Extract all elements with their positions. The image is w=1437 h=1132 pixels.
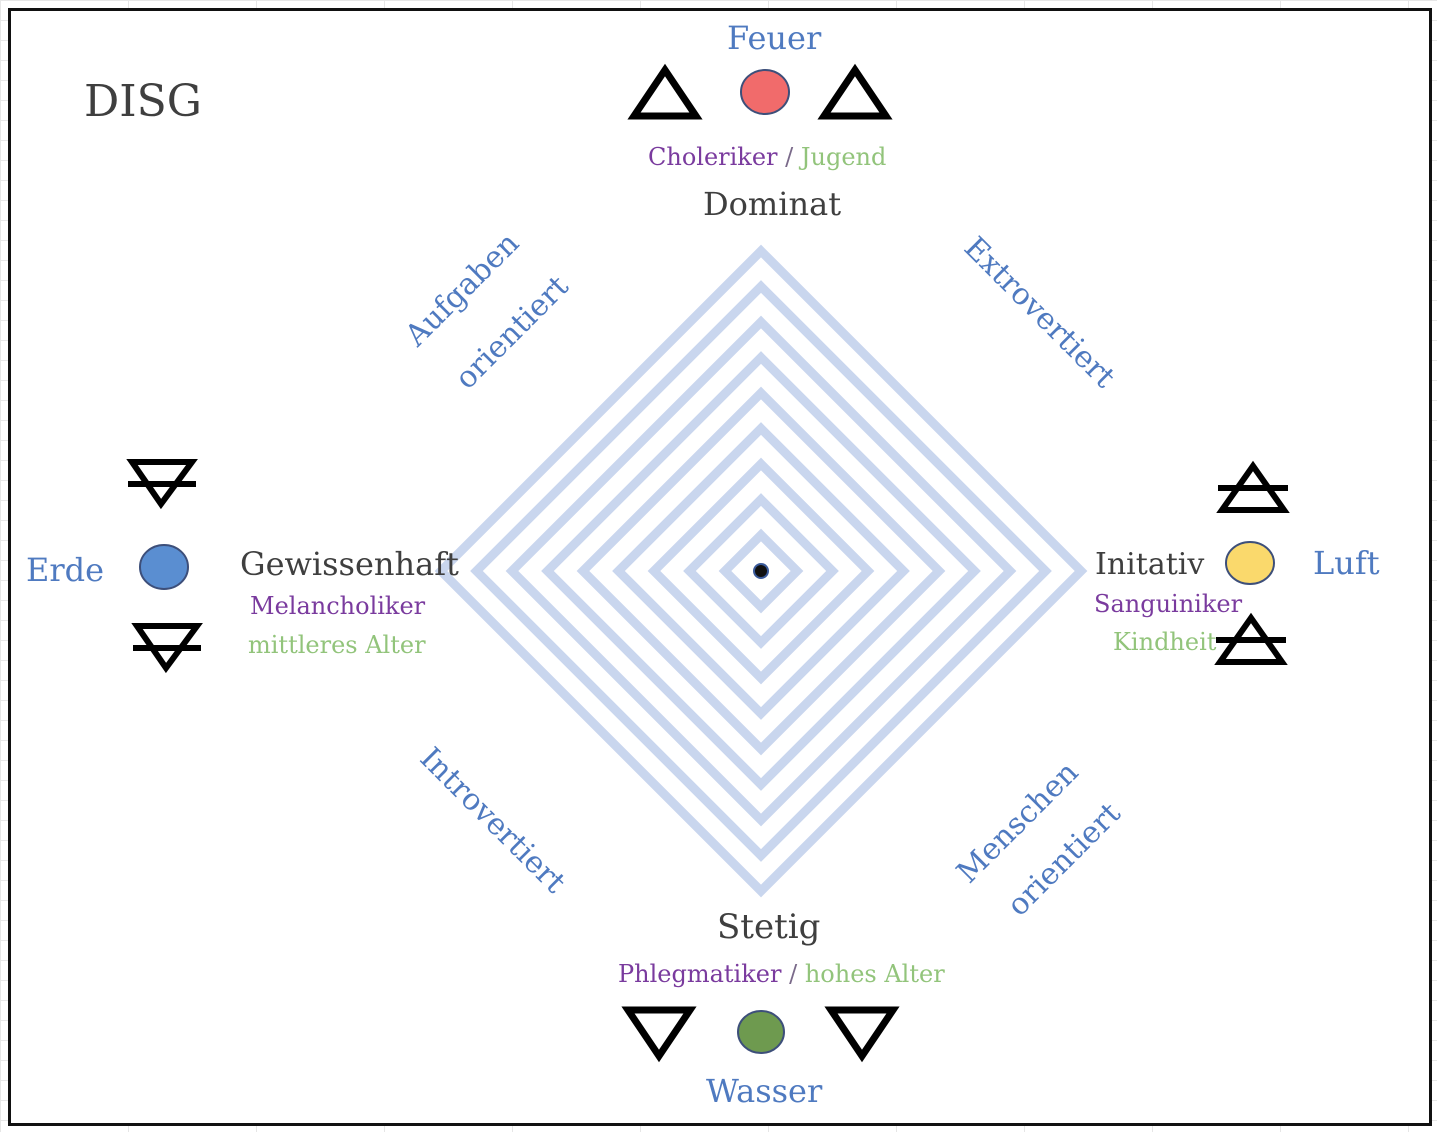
water-circle bbox=[737, 1010, 785, 1054]
air-triangle-icon bbox=[1216, 460, 1290, 513]
diamond-ring bbox=[647, 457, 875, 685]
trait-steady: Stetig bbox=[717, 907, 821, 947]
age-old: hohes Alter bbox=[804, 960, 945, 988]
age-middle: mittleres Alter bbox=[248, 631, 426, 659]
trait-initiative: Initativ bbox=[1095, 547, 1205, 582]
diamond-ring bbox=[541, 351, 981, 791]
diagram-title: DISG bbox=[84, 76, 202, 127]
trait-dominant: Dominat bbox=[703, 185, 842, 223]
top-temperament-line: Choleriker / Jugend bbox=[648, 145, 886, 169]
earth-circle bbox=[139, 544, 189, 590]
trait-conscientious: Gewissenhaft bbox=[240, 545, 459, 583]
element-label-water: Wasser bbox=[706, 1072, 823, 1110]
concentric-diamonds bbox=[434, 244, 1088, 898]
diagram-frame bbox=[8, 8, 1432, 1126]
diamond-ring bbox=[470, 280, 1052, 862]
fire-triangle-icon bbox=[817, 63, 893, 120]
water-triangle-icon bbox=[621, 1006, 697, 1063]
temperament-sanguine: Sanguiniker bbox=[1094, 590, 1243, 618]
diamond-ring bbox=[683, 493, 839, 649]
diamond-ring bbox=[718, 528, 804, 614]
temperament-choleric: Choleriker bbox=[648, 143, 778, 171]
fire-triangle-icon bbox=[627, 63, 703, 120]
fire-circle bbox=[740, 69, 790, 115]
separator: / bbox=[789, 960, 798, 988]
age-childhood: Kindheit bbox=[1113, 628, 1217, 656]
earth-triangle-icon bbox=[131, 623, 203, 674]
diamond-ring bbox=[434, 244, 1088, 898]
bottom-temperament-line: Phlegmatiker / hohes Alter bbox=[618, 962, 945, 986]
water-triangle-icon bbox=[824, 1006, 900, 1063]
earth-triangle-icon bbox=[126, 459, 198, 510]
temperament-phlegmatic: Phlegmatiker bbox=[618, 960, 782, 988]
separator: / bbox=[785, 143, 794, 171]
air-triangle-icon bbox=[1214, 612, 1288, 665]
temperament-melancholic: Melancholiker bbox=[250, 592, 426, 620]
age-youth: Jugend bbox=[800, 143, 887, 171]
center-dot bbox=[753, 563, 769, 579]
element-label-earth: Erde bbox=[26, 551, 105, 589]
diamond-ring bbox=[576, 386, 946, 756]
element-label-air: Luft bbox=[1313, 544, 1380, 582]
diamond-ring bbox=[505, 315, 1017, 827]
air-circle bbox=[1225, 541, 1275, 585]
element-label-fire: Feuer bbox=[727, 19, 822, 57]
diamond-ring bbox=[612, 422, 910, 720]
